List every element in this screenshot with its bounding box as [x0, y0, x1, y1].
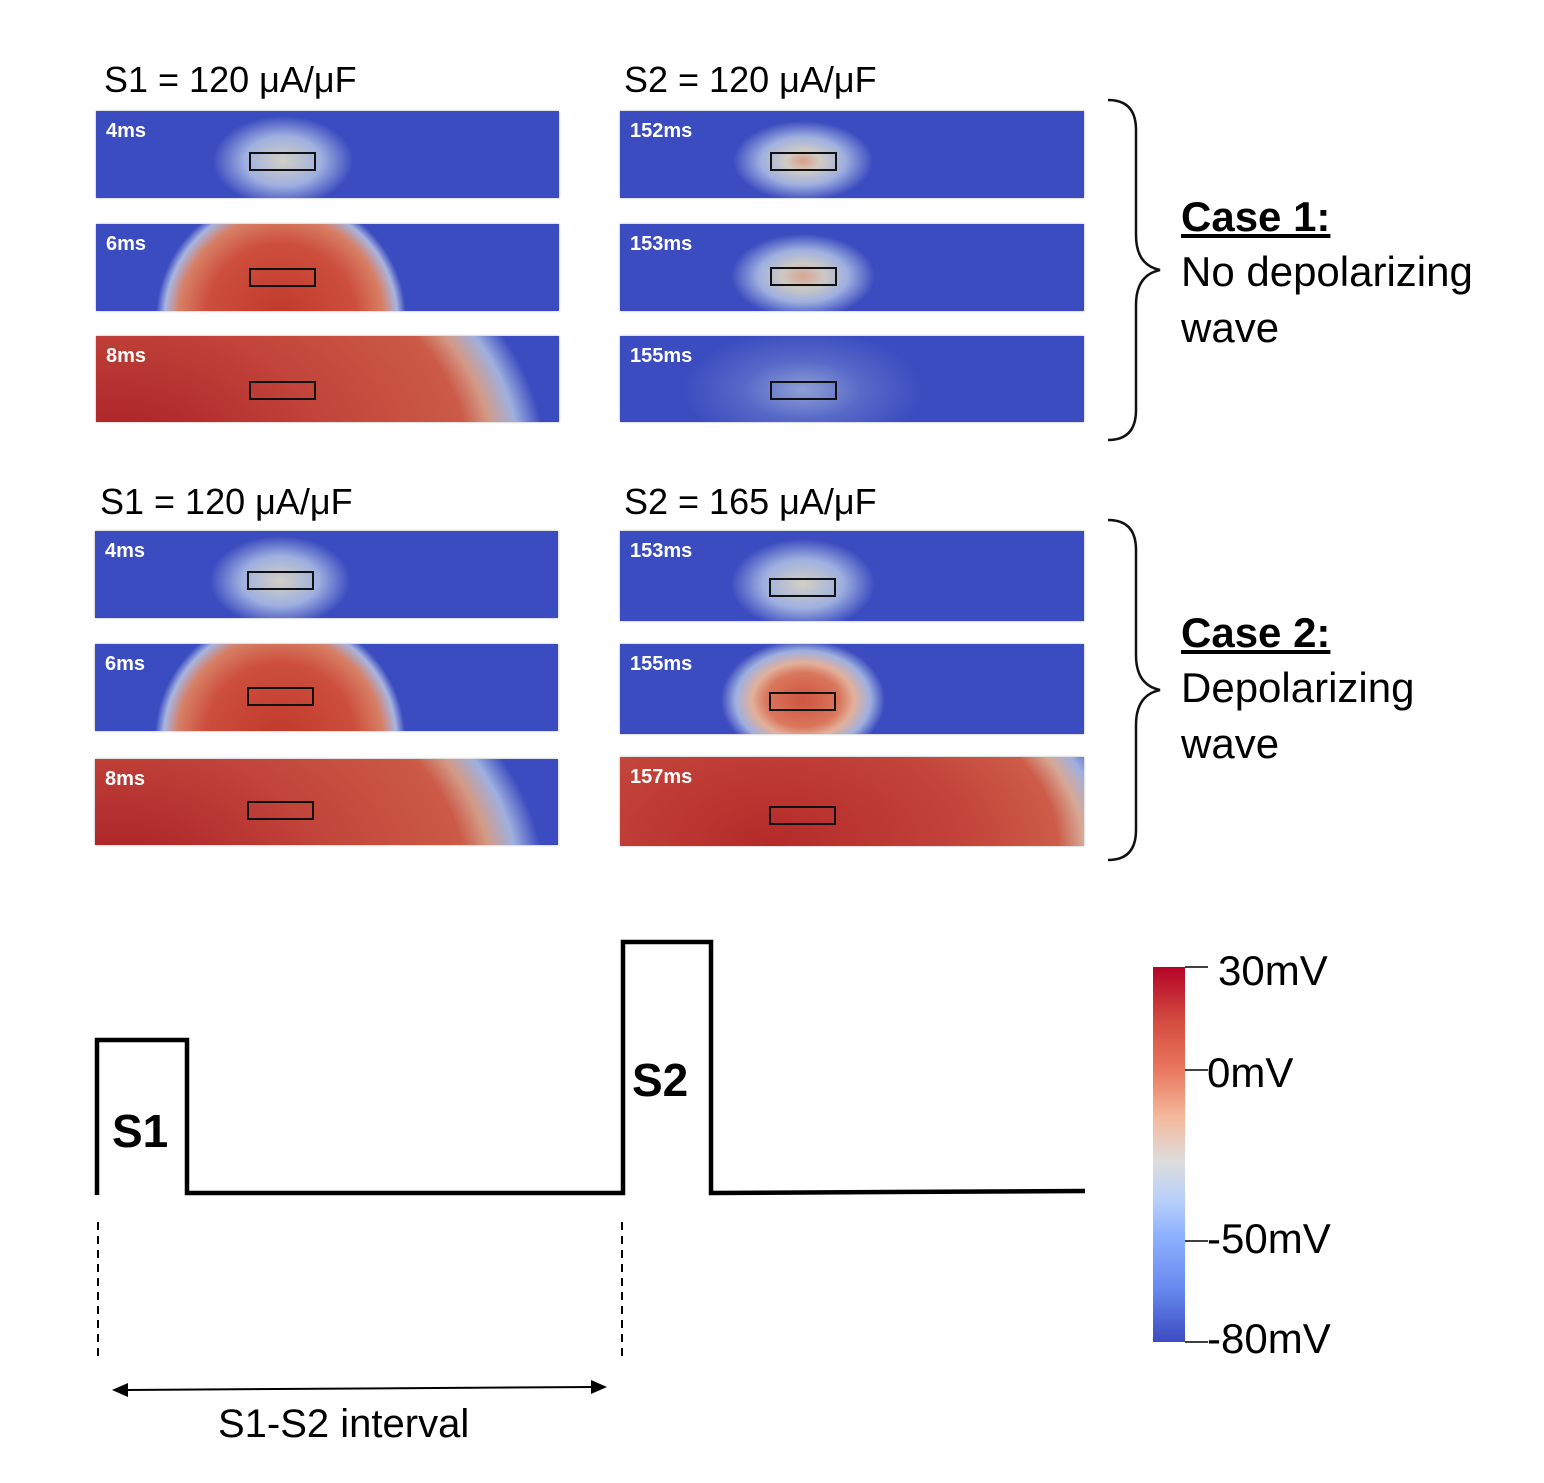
colorbar-label-minus50mv: -50mV [1207, 1215, 1331, 1262]
case2-title: Case 2: [1181, 609, 1331, 656]
stimulus-region [770, 267, 837, 286]
case1-description: No depolarizing wave [1181, 248, 1473, 351]
time-label: 8ms [106, 345, 147, 367]
case1-s2-panel-1: 152ms [620, 111, 1084, 198]
time-label: 155ms [630, 345, 693, 367]
time-label: 6ms [105, 653, 146, 675]
case2-s1-panel-3: 8ms [95, 759, 558, 845]
colorbar-ticks [1185, 966, 1208, 1343]
stimulus-region [769, 692, 836, 711]
stimulus-region [249, 152, 316, 171]
case2-s1-panel-1: 4ms [95, 531, 558, 618]
colorbar [1153, 967, 1185, 1342]
case1-s1-panel-3: 8ms [96, 336, 559, 422]
case2-s2-label: S2 = 165 μA/μF [624, 481, 877, 522]
interval-arrow-right-head [591, 1380, 607, 1394]
case1-title: Case 1: [1181, 193, 1331, 240]
case2-brace [1107, 518, 1161, 862]
stimulus-region [247, 801, 314, 820]
case2-description: Depolarizing wave [1181, 664, 1415, 767]
time-label: 155ms [630, 653, 693, 675]
case2-s2-panel-3: 157ms [620, 757, 1084, 846]
colorbar-label-0mv: 0mV [1207, 1049, 1294, 1096]
stimulus-region [247, 687, 314, 706]
stimulus-region [770, 152, 837, 171]
case2-s1-label: S1 = 120 μA/μF [100, 481, 353, 522]
stimulus-region [249, 381, 316, 400]
stimulus-region [769, 578, 836, 597]
case1-s2-panel-2: 153ms [620, 224, 1084, 311]
stimulus-region [770, 381, 837, 400]
case1-s1-label: S1 = 120 μA/μF [104, 59, 357, 100]
stimulus-region [247, 571, 314, 590]
case2-s2-panel-1: 153ms [620, 531, 1084, 621]
time-label: 4ms [106, 120, 147, 142]
time-label: 152ms [630, 120, 693, 142]
time-label: 4ms [105, 540, 146, 562]
stimulus-region [769, 806, 836, 825]
case1-s1-panel-1: 4ms [96, 111, 559, 198]
case1-s1-panel-2: 6ms [96, 224, 559, 311]
stimulus-trace [94, 939, 1086, 1196]
stimulus-protocol [94, 939, 1086, 1397]
colorbar-label-30mv: 30mV [1218, 947, 1328, 994]
time-label: 153ms [630, 540, 693, 562]
colorbar-label-minus80mv: -80mV [1207, 1315, 1331, 1362]
case2-s2-panel-2: 155ms [620, 644, 1084, 734]
time-label: 157ms [630, 766, 693, 788]
s2-pulse-label: S2 [632, 1054, 689, 1106]
s1-pulse-label: S1 [112, 1105, 169, 1157]
interval-arrow [124, 1386, 596, 1391]
interval-arrow-left-head [112, 1383, 128, 1397]
interval-label: S1-S2 interval [218, 1402, 470, 1446]
time-label: 8ms [105, 768, 146, 790]
case2-s1-panel-2: 6ms [95, 644, 558, 731]
case-braces [1107, 98, 1161, 862]
time-label: 6ms [106, 233, 147, 255]
case1-s2-panel-3: 155ms [620, 336, 1084, 422]
time-label: 153ms [630, 233, 693, 255]
case1-brace [1107, 98, 1161, 442]
stimulus-region [249, 268, 316, 287]
case1-s2-label: S2 = 120 μA/μF [624, 59, 877, 100]
